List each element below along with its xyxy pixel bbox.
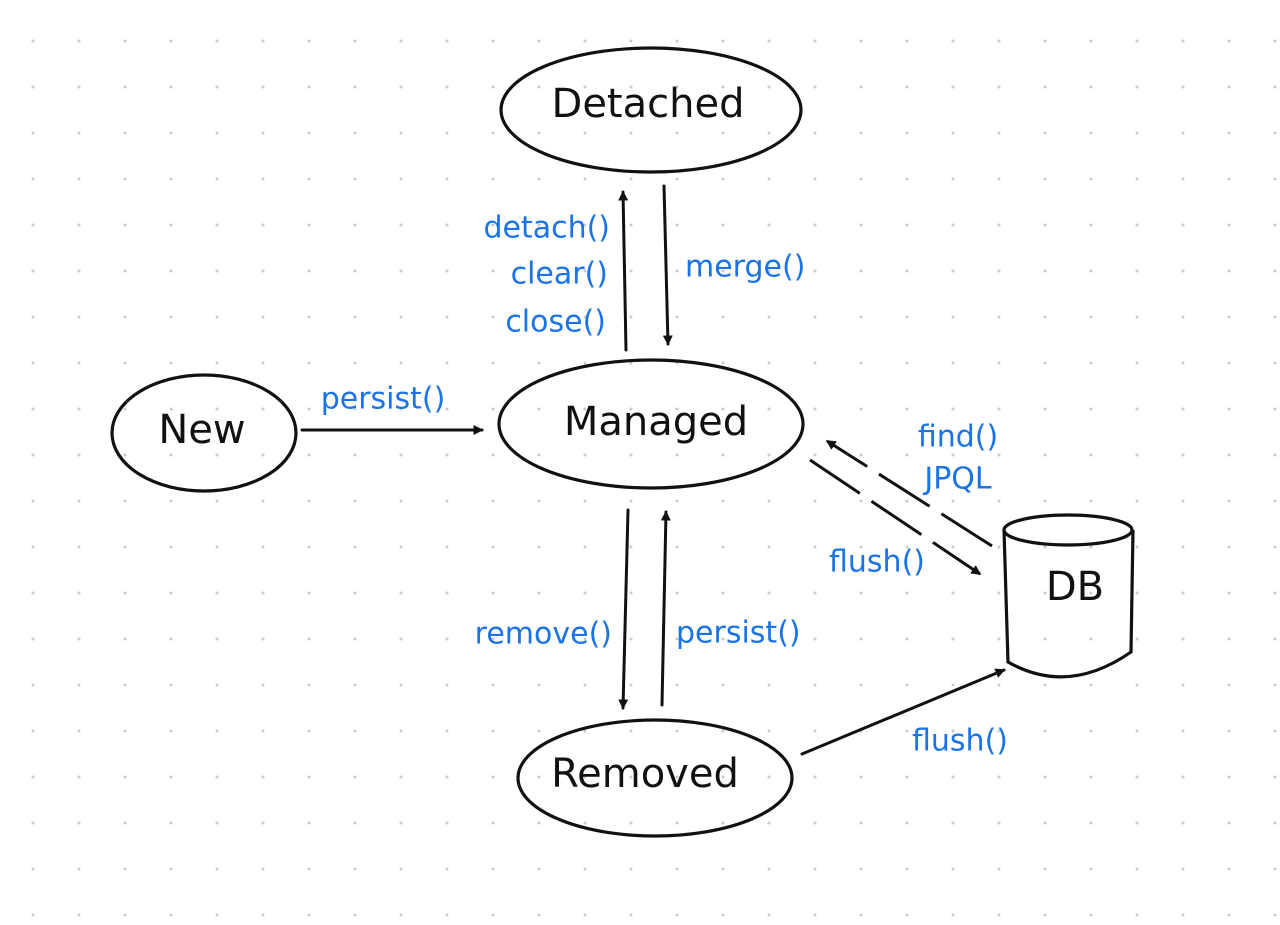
jpql-label: JPQL	[922, 462, 992, 497]
persist-removed-label: persist()	[676, 616, 801, 651]
db-node	[1002, 513, 1135, 679]
flush-managed-label: flush()	[829, 545, 925, 580]
new-node	[110, 373, 298, 493]
managed-node	[497, 358, 805, 490]
detach-label: detach()	[483, 211, 610, 246]
flush-removed-arrow	[800, 668, 1006, 756]
managed-label: Managed	[564, 399, 748, 445]
remove-label: remove()	[475, 617, 612, 652]
detached-node	[499, 46, 803, 174]
remove-arrow	[618, 508, 630, 710]
removed-node	[516, 718, 794, 838]
flush-removed-label: flush()	[912, 724, 1008, 759]
db-label: DB	[1046, 564, 1104, 610]
find-arrow	[825, 439, 993, 548]
merge-label: merge()	[685, 250, 805, 285]
detached-label: Detached	[552, 81, 745, 127]
new-label: New	[158, 407, 245, 453]
close-label: close()	[505, 305, 606, 340]
persist-new-label: persist()	[321, 382, 446, 417]
detach-arrow	[618, 190, 629, 352]
clear-label: clear()	[511, 257, 608, 292]
merge-arrow	[662, 184, 673, 346]
persist-removed-arrow	[660, 510, 671, 707]
flush-managed-arrow	[809, 458, 982, 576]
removed-label: Removed	[551, 751, 739, 797]
find-label: find()	[918, 420, 998, 455]
